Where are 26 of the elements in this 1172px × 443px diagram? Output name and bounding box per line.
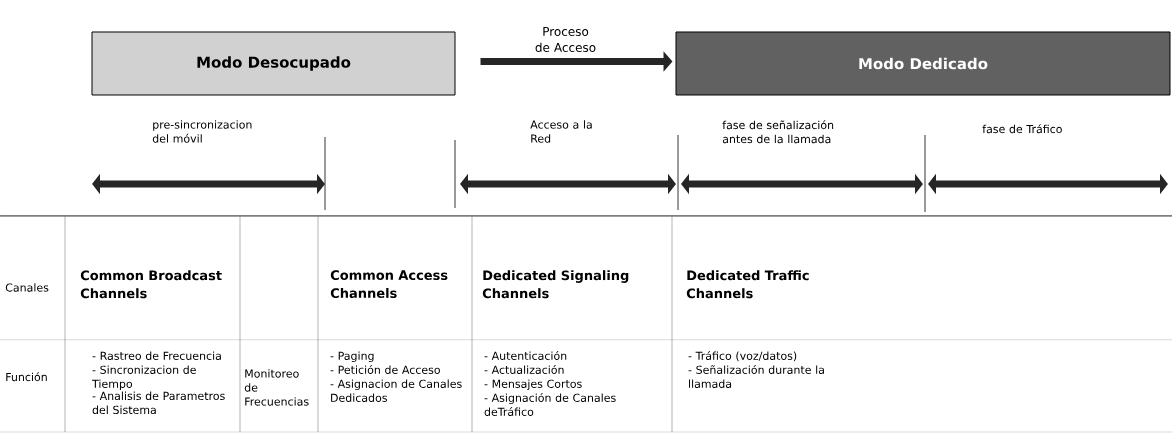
phase-label: pre-sincronizacion del móvil xyxy=(152,120,252,143)
list-item: - Paging xyxy=(330,351,374,363)
mode-box: Modo Desocupado xyxy=(91,31,456,96)
list-item: - Actualización xyxy=(484,365,564,374)
list-item: - Señalización durante la llamada xyxy=(688,365,824,388)
phase-label: fase de Tráfico xyxy=(982,124,1062,134)
mode-box: Modo Dedicado xyxy=(675,31,1171,96)
phase-label: Acceso a la Red xyxy=(530,120,592,143)
list-item: - Mensajes Cortos xyxy=(484,379,582,391)
row-header: Función xyxy=(6,372,47,382)
list-item: - Tráfico (voz/datos) xyxy=(688,351,797,362)
edge-label: Proceso de Acceso xyxy=(535,27,596,52)
row-header: Canales xyxy=(5,283,49,292)
channel-heading: Dedicated Signaling Channels xyxy=(482,270,629,299)
list-item: - Petición de Acceso xyxy=(330,365,440,374)
list-item: - Autenticación xyxy=(484,351,567,360)
phase-label: fase de señalización antes de la llamada xyxy=(722,120,834,144)
list-item: - Asignación de Canales deTráfico xyxy=(484,393,616,416)
list-item: - Rastreo de Frecuencia xyxy=(92,351,221,360)
list-item: - Analisis de Parametros del Sistema xyxy=(92,391,225,415)
channel-heading: Common Access Channels xyxy=(330,270,448,299)
list-item: - Sincronizacion de Tiempo xyxy=(92,365,196,391)
channel-heading: Dedicated Traffic Channels xyxy=(686,270,809,299)
cell-text: Monitoreo de Frecuencias xyxy=(244,369,309,406)
list-item: - Asignacion de Canales Dedicados xyxy=(330,379,462,402)
channel-heading: Common Broadcast Channels xyxy=(80,270,222,299)
